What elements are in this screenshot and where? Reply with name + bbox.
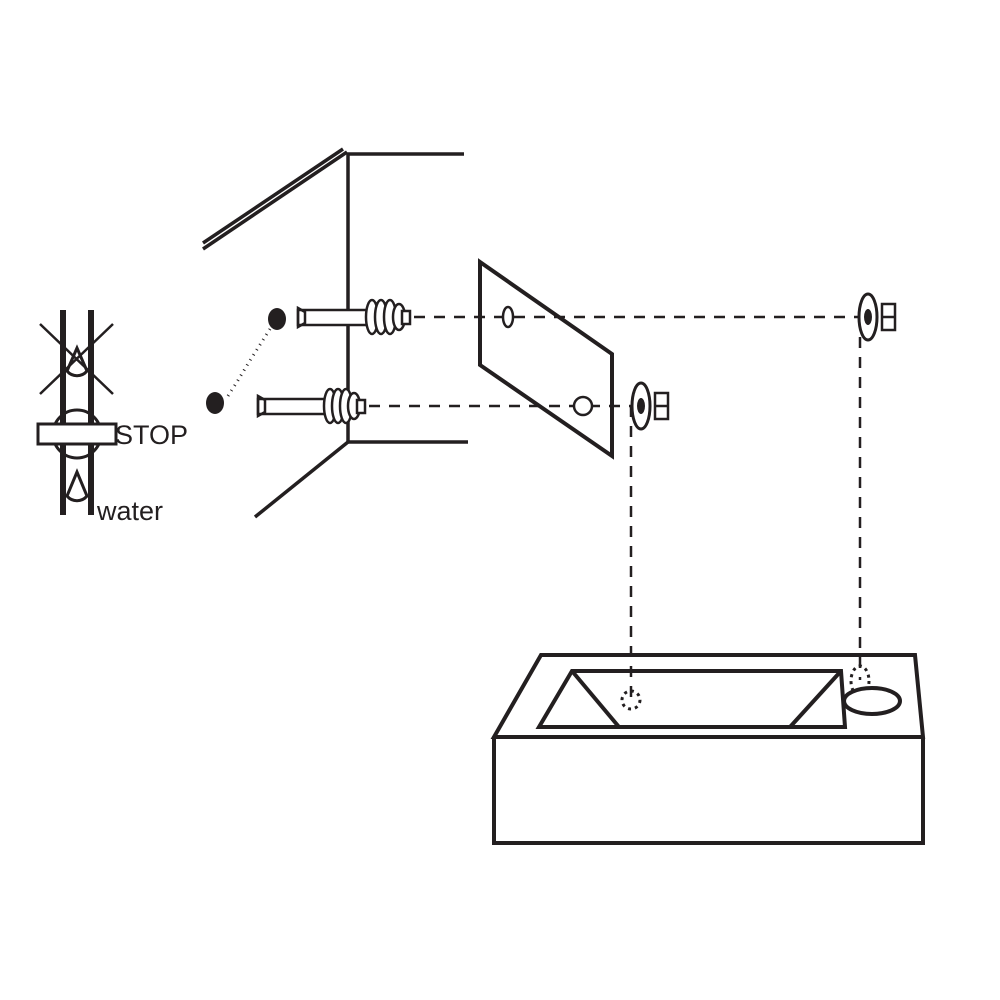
marker-dot-lower [206, 392, 224, 414]
marker-dot-upper [268, 308, 286, 330]
crossed-droplet-icon [65, 344, 89, 378]
mounting-plate-outline [478, 258, 614, 460]
cross-mark-stroke-b [39, 323, 114, 395]
basin-bowl-slope-right [788, 669, 843, 729]
lower-plate-hole [572, 395, 594, 417]
upper-washer-bore [864, 309, 872, 325]
lower-pipe-end-flange [256, 393, 267, 419]
lower-pipe-body [256, 397, 332, 416]
connection-point-markers [206, 308, 286, 414]
floor-diagonal [253, 440, 350, 519]
upper-supply-pipe [296, 298, 412, 336]
marker-dotted-leader [224, 328, 272, 400]
basin-front-face [492, 737, 925, 845]
valve-handle-bar [36, 422, 118, 446]
basin-bowl-slope-left [570, 669, 621, 729]
basin-tap-hole-left [620, 689, 642, 711]
basin-drain-hole [842, 686, 902, 716]
wall-corner [202, 147, 468, 519]
ceiling-diagonal-inner [202, 147, 344, 245]
water-label: water [96, 496, 163, 526]
alignment-axes [369, 315, 862, 700]
lower-washer-bore [637, 398, 645, 414]
water-droplet-icon [65, 468, 89, 503]
stop-label: STOP [115, 420, 188, 450]
basin-tap-hole-right [849, 664, 871, 698]
no-water-stop-valve-symbol: STOP water [36, 310, 188, 526]
lower-washer-nut-assembly [630, 381, 670, 431]
upper-pipe-body [296, 308, 372, 327]
upper-pipe-tip [400, 309, 412, 326]
basin-sink [490, 653, 926, 845]
upper-plate-hole [501, 305, 515, 329]
ceiling-diagonal-outer [202, 150, 348, 251]
upper-pipe-end-flange [296, 305, 307, 330]
mounting-plate [478, 258, 614, 460]
upper-washer-nut-assembly [857, 292, 897, 342]
lower-supply-pipe [256, 387, 367, 425]
basin-bowl-rim [535, 669, 848, 729]
lower-pipe-tip [355, 398, 367, 415]
